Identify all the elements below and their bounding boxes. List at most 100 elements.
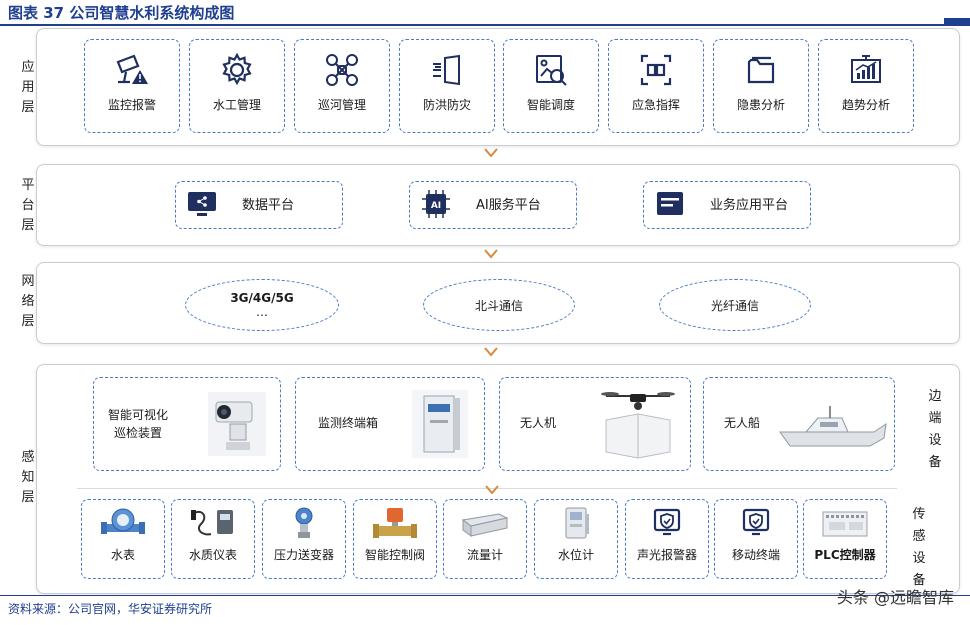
app-item-5[interactable]: 智能调度	[503, 39, 599, 133]
chevron-down-icon	[484, 249, 498, 259]
terminal-cabinet-icon	[412, 390, 468, 458]
platform-business[interactable]: 业务应用平台	[643, 181, 811, 229]
footer-rule	[0, 595, 970, 596]
figure-source: 资料来源：公司官网，华安证券研究所	[8, 602, 213, 616]
flowmeter-icon	[459, 506, 511, 542]
network-layer: 3G/4G/5G … 北斗通信 光纤通信	[36, 262, 960, 344]
sensor-item-6[interactable]: 水位计	[534, 499, 618, 579]
sensor-item-8[interactable]: 移动终端	[714, 499, 798, 579]
edge-inspection-label-line1: 智能可视化	[108, 408, 169, 422]
app-item-1[interactable]: 监控报警	[84, 39, 180, 133]
app-item-label: 智能调度	[526, 98, 575, 112]
network-fiber[interactable]: 光纤通信	[659, 279, 811, 331]
title-rule	[0, 24, 970, 26]
network-cellular-label: 3G/4G/5G	[230, 291, 294, 305]
app-item-7[interactable]: 隐患分析	[713, 39, 809, 133]
app-item-label: 隐患分析	[736, 98, 785, 112]
application-layer-label: 应用层	[21, 60, 35, 115]
sensor-item-2[interactable]: 水质仪表	[171, 499, 255, 579]
sensor-item-label: 水质仪表	[188, 548, 237, 562]
network-beidou[interactable]: 北斗通信	[423, 279, 575, 331]
edge-terminal-cabinet[interactable]: 监测终端箱	[295, 377, 485, 471]
sensor-devices-label: 传感设备	[912, 507, 926, 588]
ai-chip-icon: AI	[422, 190, 450, 218]
uav-icon	[601, 392, 675, 459]
edge-terminal-label: 监测终端箱	[318, 416, 379, 430]
sensor-item-1[interactable]: 水表	[81, 499, 165, 579]
ai-chip-text: AI	[431, 201, 441, 211]
platform-data-label: 数据平台	[242, 198, 295, 213]
control-valve-icon	[369, 506, 421, 542]
sensor-item-5[interactable]: 流量计	[443, 499, 527, 579]
edge-unmanned-boat[interactable]: 无人船	[703, 377, 895, 471]
edge-uav-label: 无人机	[520, 416, 557, 430]
water-quality-meter-icon	[187, 506, 239, 542]
app-item-4[interactable]: 防洪防灾	[399, 39, 495, 133]
app-item-label: 防洪防灾	[422, 98, 471, 112]
dispatch-search-icon	[533, 52, 569, 88]
platform-data[interactable]: 数据平台	[175, 181, 343, 229]
app-item-label: 水工管理	[212, 98, 261, 112]
app-item-label: 监控报警	[107, 98, 156, 112]
document-window-icon	[657, 192, 683, 215]
network-cellular[interactable]: 3G/4G/5G …	[185, 279, 339, 331]
folder-icon	[743, 52, 779, 88]
figure-title: 图表 37 公司智慧水利系统构成图	[8, 4, 235, 22]
title-rule-tab	[944, 18, 970, 26]
sensor-item-4[interactable]: 智能控制阀	[353, 499, 437, 579]
sensor-item-label: 智能控制阀	[364, 548, 425, 562]
sensor-item-label: 水表	[110, 548, 135, 562]
water-level-gauge-icon	[550, 506, 602, 542]
network-fiber-label: 光纤通信	[710, 298, 759, 313]
app-item-label: 巡河管理	[317, 98, 366, 112]
platform-layer-label: 平台层	[21, 178, 35, 233]
sound-light-alarm-icon	[641, 506, 693, 542]
app-item-label: 应急指挥	[631, 98, 680, 112]
app-item-6[interactable]: 应急指挥	[608, 39, 704, 133]
sensor-item-label: PLC控制器	[814, 548, 876, 562]
application-layer: 监控报警 水工管理 巡河管理 防洪防灾 智能调度 应急指挥 隐患分析 趋势分析	[36, 28, 960, 146]
edge-boat-label: 无人船	[724, 416, 761, 430]
perception-layer-label: 感知层	[21, 450, 35, 505]
sensor-item-7[interactable]: 声光报警器	[625, 499, 709, 579]
share-monitor-icon	[188, 192, 216, 216]
water-meter-icon	[97, 506, 149, 542]
edge-inspection-device[interactable]: 智能可视化 巡检装置	[93, 377, 281, 471]
sensor-item-label: 移动终端	[731, 548, 780, 562]
sensor-item-label: 流量计	[466, 548, 503, 562]
sensor-item-3[interactable]: 压力送变器	[262, 499, 346, 579]
platform-layer: 数据平台 AI AI服务平台 业务应用平台	[36, 164, 960, 246]
chevron-down-icon	[484, 347, 498, 357]
pressure-transmitter-icon	[278, 506, 330, 542]
platform-ai[interactable]: AI AI服务平台	[409, 181, 577, 229]
platform-ai-label: AI服务平台	[476, 198, 541, 213]
gear-icon	[219, 52, 255, 88]
app-item-8[interactable]: 趋势分析	[818, 39, 914, 133]
unmanned-boat-icon	[779, 406, 887, 447]
network-beidou-label: 北斗通信	[474, 298, 523, 313]
camera-alert-icon	[114, 52, 150, 88]
sensor-item-label: 声光报警器	[636, 548, 697, 562]
floodgate-icon	[429, 52, 465, 88]
app-item-3[interactable]: 巡河管理	[294, 39, 390, 133]
sensor-item-label: 压力送变器	[273, 548, 334, 562]
app-item-label: 趋势分析	[841, 98, 890, 112]
perception-layer: 智能可视化 巡检装置 监测终端箱 无人机	[36, 364, 960, 594]
sensor-item-9[interactable]: PLC控制器	[803, 499, 887, 579]
edge-devices-label: 边端设备	[928, 389, 942, 470]
edge-inspection-label-line2: 巡检装置	[114, 426, 163, 440]
edge-uav[interactable]: 无人机	[499, 377, 691, 471]
network-layer-label: 网络层	[21, 274, 35, 329]
inspection-camera-icon	[208, 392, 266, 456]
platform-business-label: 业务应用平台	[710, 198, 789, 213]
mobile-terminal-icon	[730, 506, 782, 542]
drone-icon	[324, 52, 360, 88]
network-cellular-more: …	[256, 305, 268, 319]
emergency-command-icon	[638, 52, 674, 88]
chevron-down-icon	[485, 485, 499, 495]
watermark: 头条 @远瞻智库	[836, 588, 954, 607]
chevron-down-icon	[484, 148, 498, 158]
app-item-2[interactable]: 水工管理	[189, 39, 285, 133]
trend-chart-icon	[848, 52, 884, 88]
sensor-item-label: 水位计	[557, 548, 594, 562]
